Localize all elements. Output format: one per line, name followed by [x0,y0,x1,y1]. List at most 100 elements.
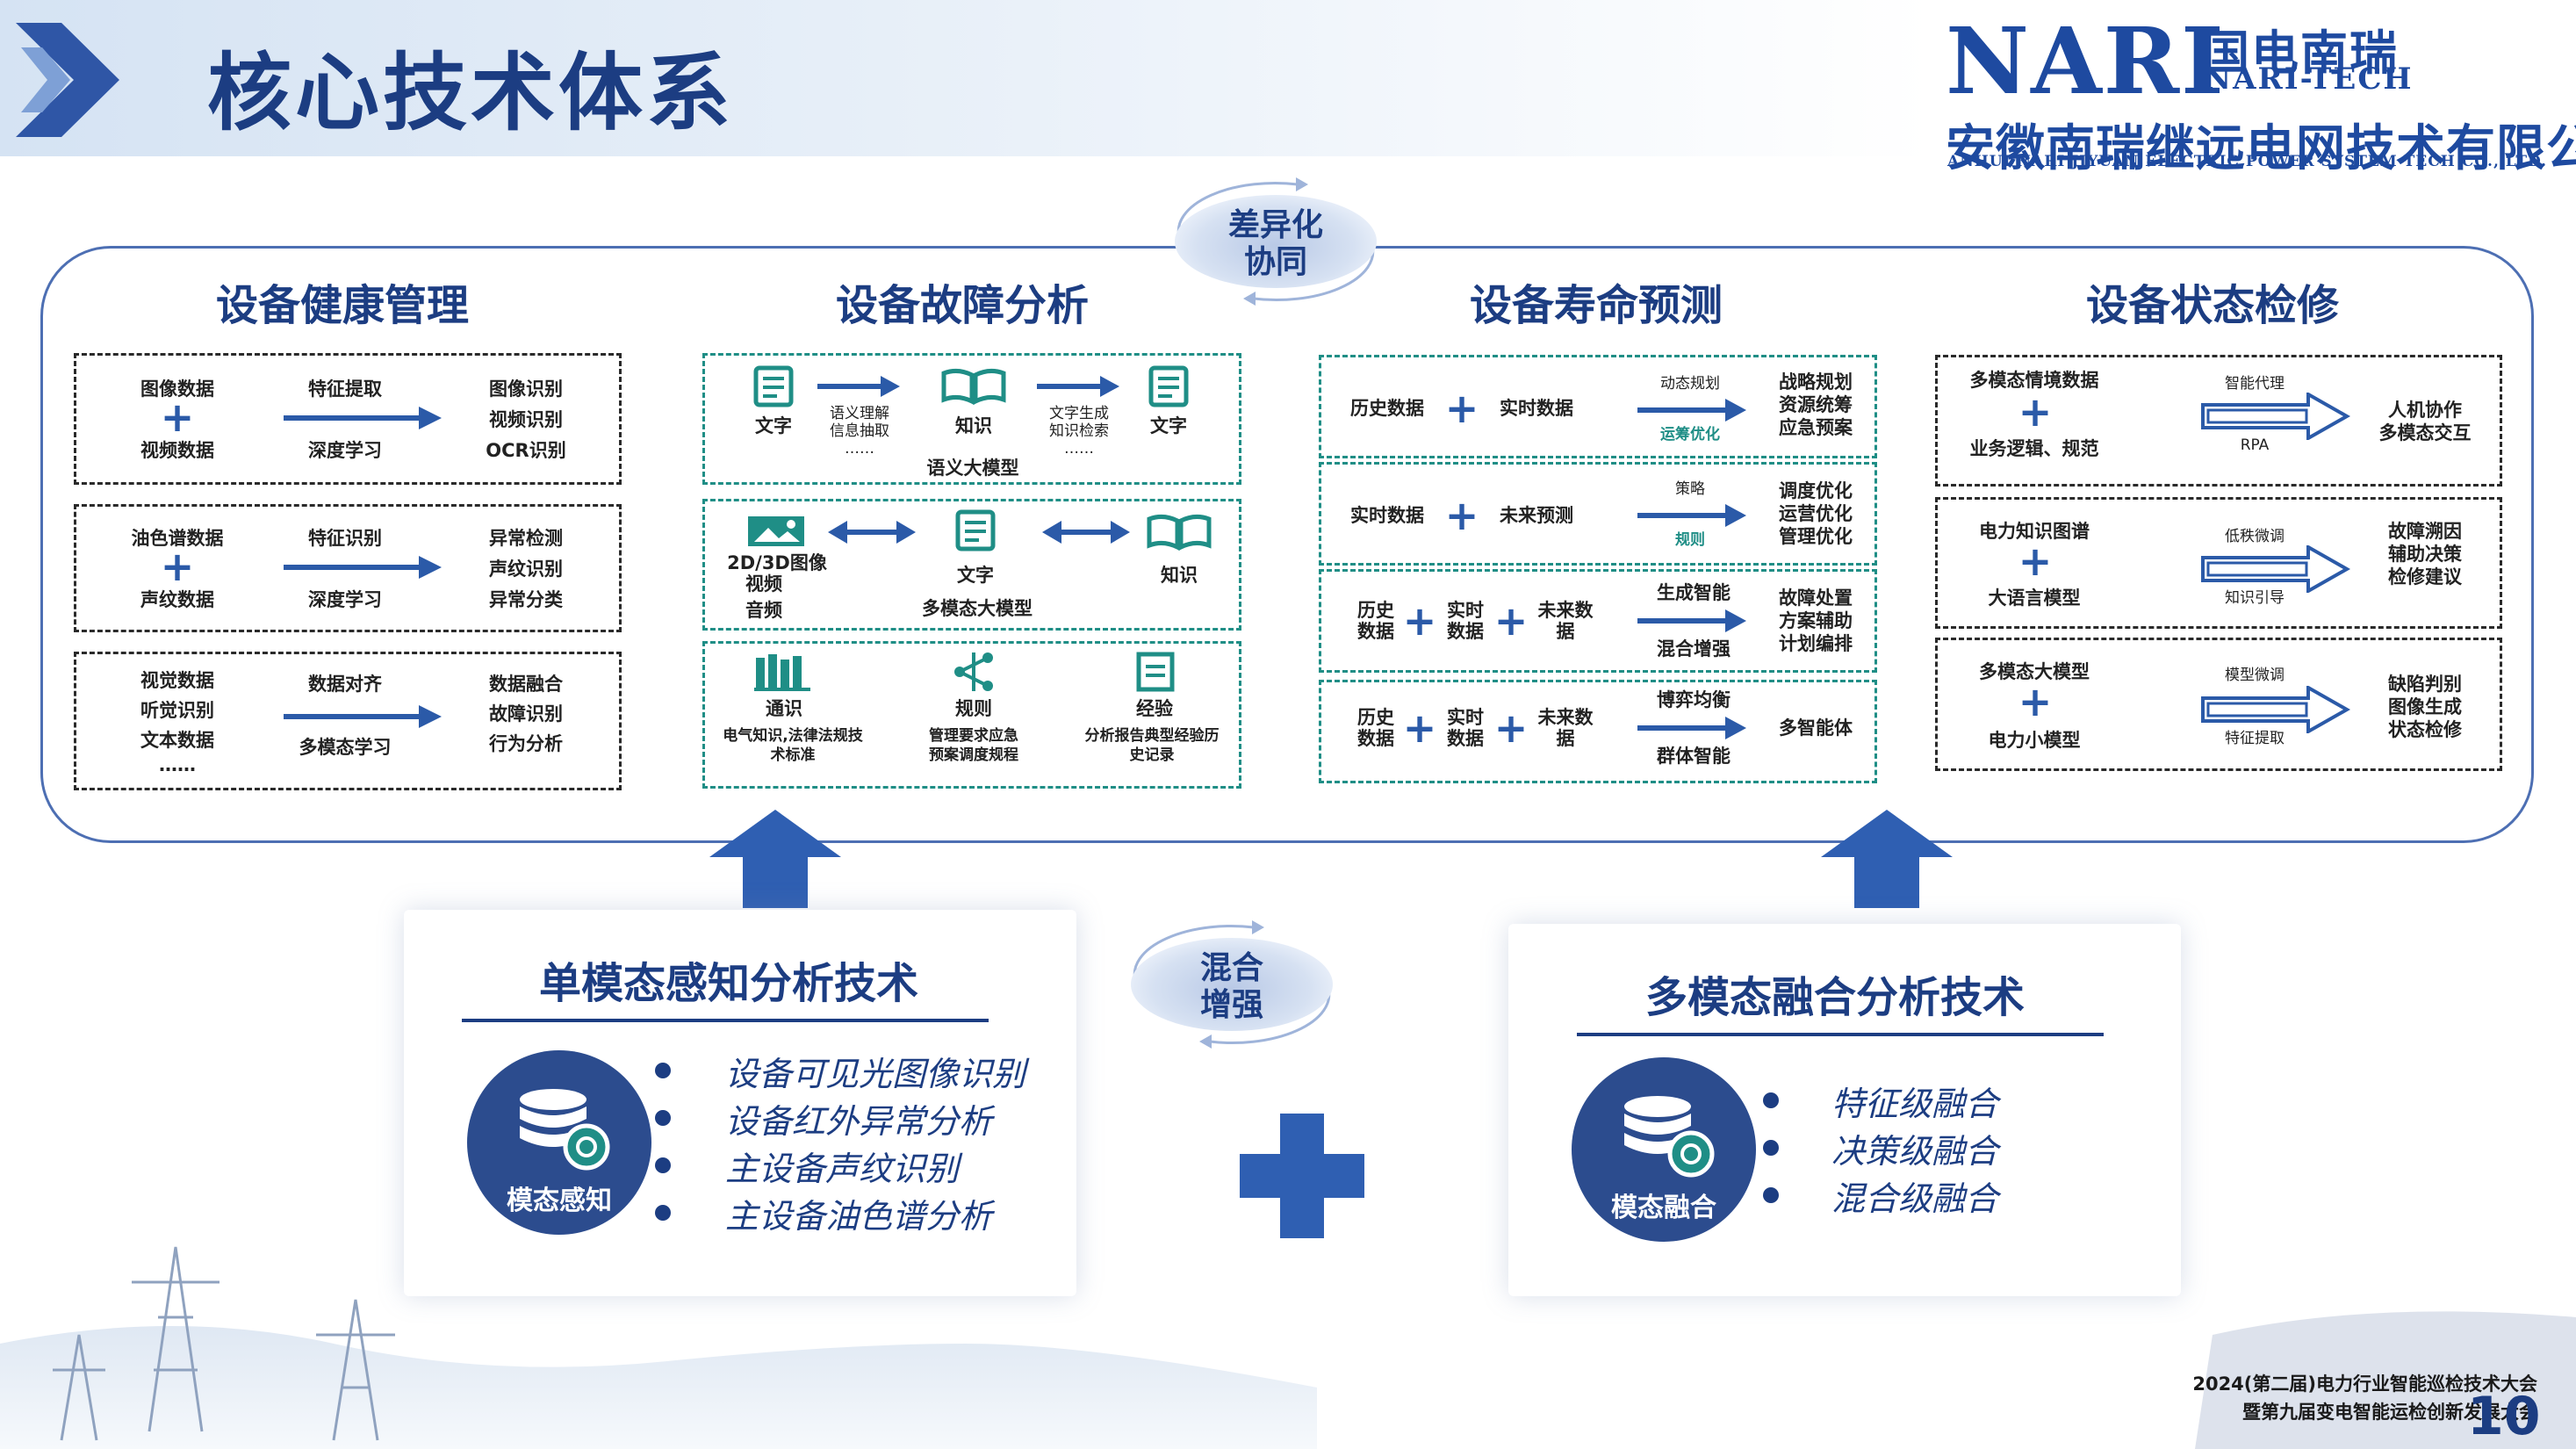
life-output: 战略规划 [1779,371,1853,393]
footer-line-2: 暨第九届变电智能运检创新发展大会 [2242,1402,2537,1423]
badge-line-1: 差异化 [1227,207,1323,243]
life-input: 未来数 [1537,707,1594,728]
fault-media: 2D/3D图像 [727,552,827,573]
circle-label: 模态融合 [1611,1193,1716,1223]
life-box-1: 历史数据 + 实时数据 动态规划 运筹优化 战略规划 资源统筹 应急预案 [1319,355,1877,458]
double-arrow-icon [1042,521,1130,544]
fault-kb-label: 规则 [955,698,992,719]
double-arrow-icon [828,521,916,544]
plus-icon: + [1444,385,1479,432]
life-input: 未来数 [1537,600,1594,621]
badge-differentiated-collab: 差异化协同 [1157,176,1394,307]
database-icon [1624,1096,1715,1178]
hollow-arrow-icon [2201,686,2350,733]
single-modal-card: 单模态感知分析技术 模态感知 设备可见光图像识别 设备红外异常分析 主设备声纹识… [404,910,1076,1296]
fault-kb-desc: 分析报告典型经验历 [1084,727,1220,745]
arrow-right-icon [1637,609,1746,632]
header-band [0,0,2576,156]
life-output: 资源统筹 [1779,394,1853,415]
fault-step: 文字生成 [1049,405,1109,422]
bullet-dot [655,1205,671,1221]
life-output: 运营优化 [1779,503,1853,524]
life-input: 历史 [1357,707,1394,728]
book-icon [1147,514,1212,551]
plus-icon: + [2018,678,2053,725]
maint-output: 故障溯因 [2388,521,2462,542]
company-name: 安徽南瑞继远电网技术有限公司 [1946,120,2576,177]
arrow-right-icon [1637,504,1746,527]
plus-icon: + [2018,537,2053,585]
maint-input: 业务逻辑、规范 [1969,438,2099,459]
health-input: 视频数据 [140,440,214,461]
maint-method-top: 模型微调 [2225,667,2285,684]
fault-step: …… [845,440,874,458]
plus-icon: + [160,543,195,590]
badge-line-2: 增强 [1199,987,1263,1023]
maint-box-2: 电力知识图谱 + 大语言模型 低秩微调 知识引导 故障溯因 辅助决策 检修建议 [1935,497,2502,629]
single-item: 主设备声纹识别 [725,1150,960,1188]
fault-step: 知识检索 [1049,422,1109,440]
life-input: 数据 [1357,728,1394,749]
fault-kb-desc: 史记录 [1129,746,1175,764]
document-icon [753,365,794,407]
maint-input: 多模态情境数据 [1969,370,2099,391]
life-input: 历史数据 [1350,398,1424,419]
maint-output: 人机协作 [2388,400,2462,421]
life-output: 调度优化 [1779,480,1853,501]
maint-method-bottom: 知识引导 [2225,589,2285,607]
health-box-2: 油色谱数据 + 声纹数据 特征识别 深度学习 异常检测 声纹识别 异常分类 [74,504,622,632]
health-input: 声纹数据 [140,589,214,610]
up-arrow-icon [709,810,841,908]
logo-nari: NARI [1946,7,2226,115]
bullet-dot [1763,1187,1779,1203]
health-method-top: 特征识别 [308,528,382,549]
maint-output: 状态检修 [2388,719,2462,740]
life-output: 计划编排 [1779,633,1853,654]
database-icon [520,1089,610,1171]
single-item: 主设备油色谱分析 [725,1197,993,1236]
modal-fusion-circle: 模态融合 [1572,1057,1756,1242]
arrow-right-icon [284,407,442,429]
life-method-bottom: 运筹优化 [1660,426,1720,443]
health-output: 声纹识别 [489,559,563,580]
footer-conference: 2024(第二届)电力行业智能巡检技术大会暨第九届变电智能运检创新发展大会 [2169,1370,2537,1426]
bullet-dot [655,1157,671,1173]
bullet-dot [1763,1140,1779,1156]
life-input: 数据 [1357,621,1394,642]
footer-line-1: 2024(第二届)电力行业智能巡检技术大会 [2192,1373,2537,1395]
multi-item: 决策级融合 [1831,1132,1999,1171]
fault-kb-label: 通识 [766,698,802,719]
life-input: 据 [1556,728,1575,749]
badge-hybrid-enhance: 混合增强 [1113,919,1350,1050]
plus-icon: + [160,393,195,441]
cycle-arrows-icon [1176,177,1375,306]
plus-icon: + [1402,704,1437,752]
fault-caption: 多模态大模型 [922,598,1033,619]
modal-perception-circle: 模态感知 [467,1050,651,1235]
maint-output: 辅助决策 [2388,544,2462,565]
life-output: 多智能体 [1779,717,1853,739]
health-input: 听觉识别 [140,700,214,721]
maint-method-top: 智能代理 [2225,375,2285,393]
maint-box-1: 多模态情境数据 + 业务逻辑、规范 智能代理 RPA 人机协作 多模态交互 [1935,355,2502,487]
arrow-right-icon [1637,717,1746,739]
life-input: 据 [1556,621,1575,642]
fault-box-multimodal: 2D/3D图像 视频 音频 文字 知识 多模态大模型 [702,499,1241,631]
column-title-fault: 设备故障分析 [835,281,1089,330]
title-underline [1577,1033,2104,1036]
life-output: 管理优化 [1779,526,1853,547]
fault-kb-desc: 电气知识,法律法规技 [723,727,863,745]
fault-knowledge: 知识 [1161,565,1198,586]
fault-kb-desc: 预案调度规程 [929,746,1018,764]
image-icon [748,516,804,546]
fault-media: 音频 [745,600,782,621]
fault-caption: 语义大模型 [926,458,1019,479]
health-output: 行为分析 [489,733,563,754]
multi-modal-card: 多模态融合分析技术 模态融合 特征级融合 决策级融合 混合级融合 [1508,924,2181,1296]
chevron-right-icon [16,23,119,137]
plus-icon: + [1493,704,1529,752]
arrow-right-icon [284,556,442,579]
arrow-right-icon [284,705,442,728]
fault-kb-desc: 术标准 [770,746,816,764]
health-input: 油色谱数据 [131,528,224,549]
